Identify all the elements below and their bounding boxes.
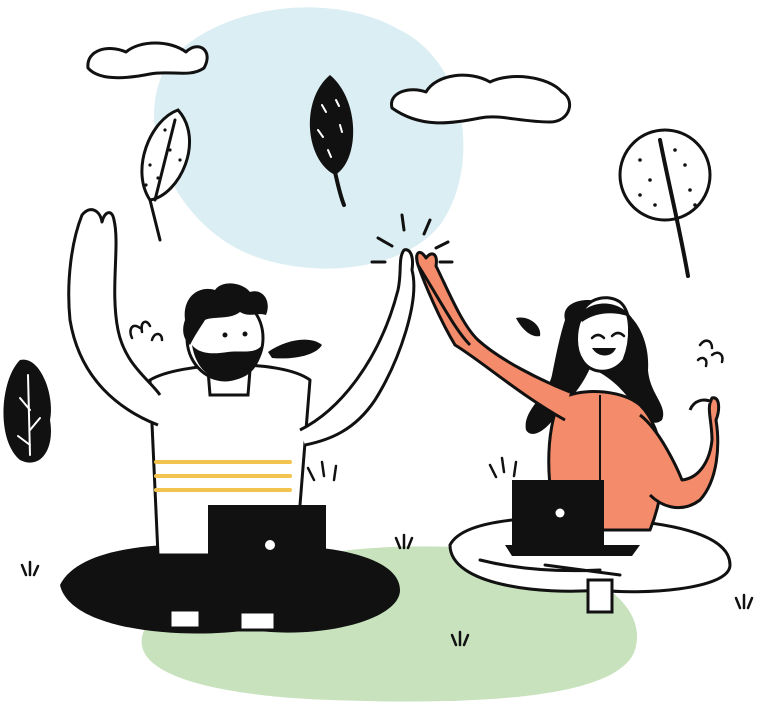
man-beard [192, 345, 262, 381]
sparkle-icon [370, 213, 454, 264]
sparkle-icon [129, 320, 724, 482]
woman-figure [415, 250, 732, 614]
man-figure [60, 208, 416, 634]
bush-icon [3, 359, 51, 463]
laptop-icon [170, 505, 330, 598]
sky-blob [154, 7, 464, 269]
cloud-icon [86, 41, 209, 80]
man-hair [183, 283, 268, 345]
laptop-icon [505, 480, 640, 556]
leaf-icon [309, 75, 354, 207]
speech-bubble [268, 339, 322, 359]
tree-icon [618, 128, 712, 278]
speech-bubble [516, 317, 541, 337]
leaf-icon [140, 108, 191, 242]
cloud-icon [390, 73, 572, 125]
grass-tuft-icon [20, 533, 754, 647]
